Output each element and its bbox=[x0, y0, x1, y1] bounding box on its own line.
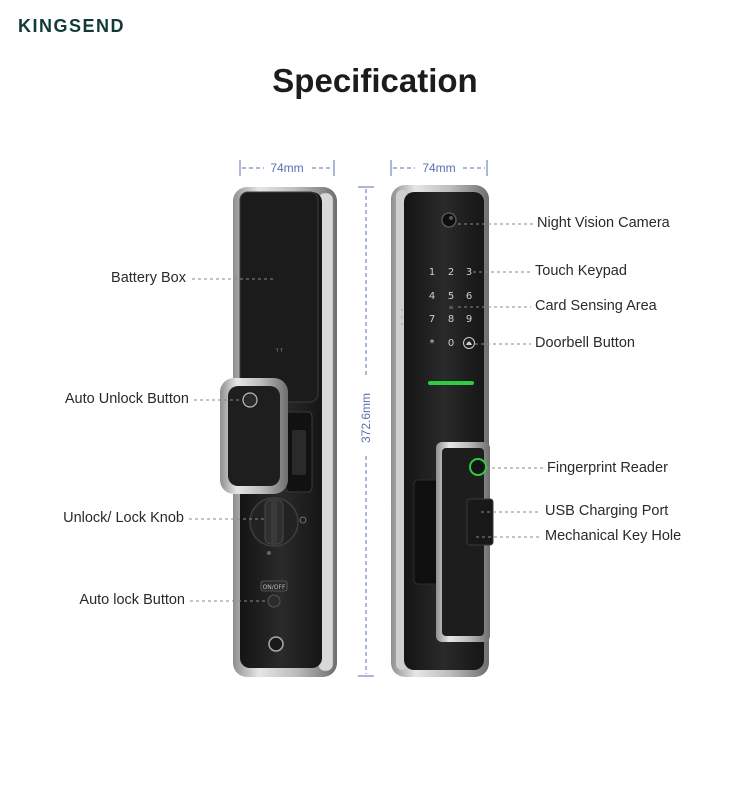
battery-box bbox=[239, 191, 319, 403]
key-4[interactable]: 4 bbox=[429, 291, 435, 302]
label-doorbell-button: Doorbell Button bbox=[535, 335, 635, 351]
on-off-text: ON/OFF bbox=[263, 584, 286, 591]
label-unlock-lock-knob: Unlock/ Lock Knob bbox=[63, 510, 184, 526]
label-night-vision-camera: Night Vision Camera bbox=[537, 215, 670, 231]
svg-text:↑↑: ↑↑ bbox=[275, 348, 283, 354]
dimension-width-back bbox=[239, 160, 335, 176]
card-sensing-icon: ≡ bbox=[448, 304, 453, 311]
usb-key-cover[interactable] bbox=[466, 498, 494, 546]
touch-keypad[interactable]: 1 2 3 4 5 6 7 8 9 * 0 bbox=[429, 267, 472, 349]
dimension-width-back-label: 74mm bbox=[270, 161, 303, 175]
label-fingerprint-reader: Fingerprint Reader bbox=[547, 460, 668, 476]
leader-lines bbox=[189, 223, 543, 602]
dimension-height bbox=[358, 186, 374, 677]
key-5[interactable]: 5 bbox=[448, 291, 454, 302]
status-indicator-light bbox=[428, 381, 474, 385]
key-6[interactable]: 6 bbox=[466, 291, 472, 302]
doorbell-button[interactable] bbox=[463, 337, 475, 349]
dimension-width-front bbox=[390, 160, 488, 176]
key-1[interactable]: 1 bbox=[429, 267, 435, 278]
key-7[interactable]: 7 bbox=[429, 314, 435, 325]
key-3[interactable]: 3 bbox=[466, 267, 472, 278]
label-auto-lock-button: Auto lock Button bbox=[79, 592, 185, 608]
key-9[interactable]: 9 bbox=[466, 314, 472, 325]
key-star[interactable]: * bbox=[430, 338, 435, 349]
label-mechanical-key-hole: Mechanical Key Hole bbox=[545, 528, 682, 544]
label-touch-keypad: Touch Keypad bbox=[535, 263, 627, 279]
fingerprint-reader[interactable] bbox=[469, 458, 487, 476]
unlock-lock-knob[interactable] bbox=[249, 497, 299, 547]
key-0[interactable]: 0 bbox=[448, 338, 454, 349]
key-8[interactable]: 8 bbox=[448, 314, 454, 325]
key-2[interactable]: 2 bbox=[448, 267, 454, 278]
auto-unlock-button[interactable] bbox=[242, 392, 258, 408]
brand-logo: KINGSEND bbox=[18, 16, 126, 36]
back-key-hole bbox=[268, 636, 284, 652]
label-auto-unlock-button: Auto Unlock Button bbox=[64, 391, 189, 407]
label-card-sensing-area: Card Sensing Area bbox=[535, 298, 657, 314]
label-usb-charging-port: USB Charging Port bbox=[545, 503, 669, 519]
back-lock-unit: ↑↑ ON/OFF bbox=[220, 187, 337, 677]
page-title: Specification bbox=[272, 62, 478, 99]
label-battery-box: Battery Box bbox=[111, 270, 186, 286]
dimension-height-label: 372.6mm bbox=[359, 393, 373, 443]
dimension-width-front-label: 74mm bbox=[422, 161, 455, 175]
front-lock-unit: 1 2 3 4 5 6 7 8 9 * 0 ≡ bbox=[391, 185, 494, 677]
auto-lock-button[interactable] bbox=[267, 594, 281, 608]
night-vision-camera bbox=[441, 212, 457, 228]
front-handle[interactable] bbox=[436, 442, 494, 642]
